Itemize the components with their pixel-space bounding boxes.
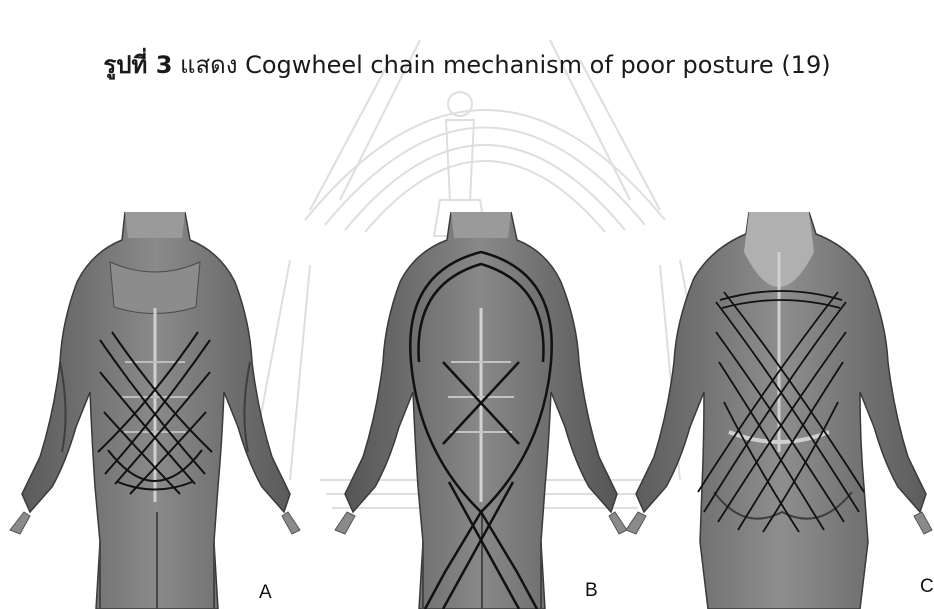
anatomy-back-figure-c — [624, 212, 934, 609]
body-silhouette — [626, 212, 932, 609]
figure-number: รูปที่ 3 — [103, 51, 172, 79]
body-silhouette — [10, 212, 300, 609]
panel-label-b: B — [585, 580, 598, 602]
figure-caption: รูปที่ 3 แสดง Cogwheel chain mechanism o… — [0, 50, 934, 80]
caption-text: แสดง Cogwheel chain mechanism of poor po… — [172, 51, 830, 79]
body-silhouette — [335, 212, 627, 609]
panel-label-a: A — [259, 582, 272, 604]
panel-b: B — [333, 212, 630, 609]
panel-c: C — [624, 212, 934, 609]
anatomy-front-figure-a — [0, 212, 305, 609]
anatomy-front-figure-b — [333, 212, 630, 609]
panel-label-c: C — [920, 576, 934, 598]
panel-a: A — [0, 212, 305, 609]
